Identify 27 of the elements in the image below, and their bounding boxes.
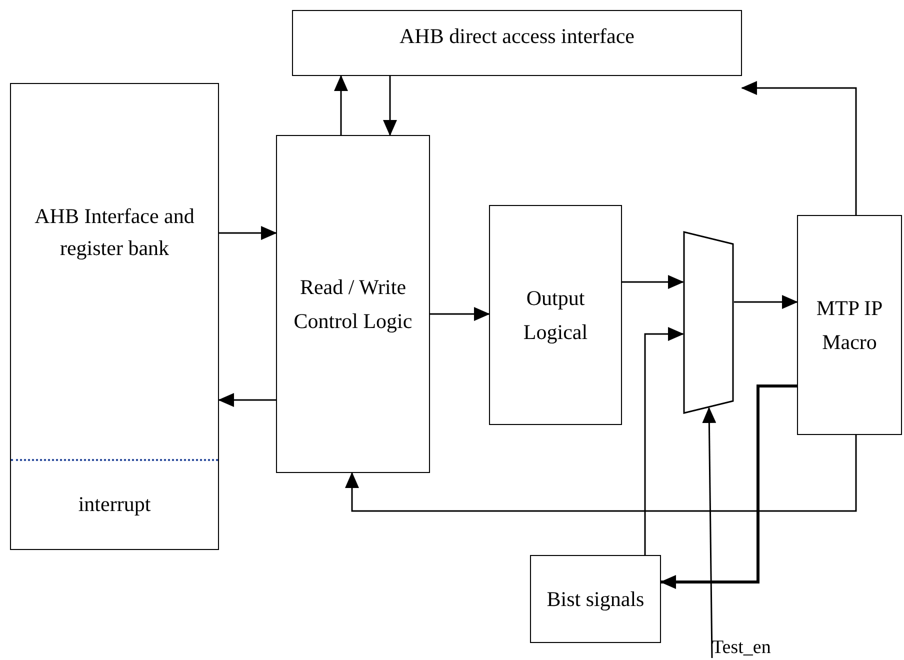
arrow [345, 435, 857, 512]
block-label: Bist signals [546, 586, 644, 613]
interface-box [292, 10, 742, 76]
arrow [702, 407, 716, 658]
block-label: AHB direct access interface [400, 23, 634, 50]
arrow [218, 393, 276, 407]
arrow [622, 275, 684, 289]
block-label: interrupt [78, 491, 151, 518]
arrow [644, 327, 684, 555]
arrow [660, 384, 797, 589]
control-logic-box [276, 135, 430, 473]
multiplexer-trapezoid [683, 231, 734, 414]
arrow [334, 75, 348, 135]
arrow [741, 81, 857, 215]
output-logic-box [489, 205, 622, 425]
block-label: MTP IP Macro [815, 295, 884, 356]
register-bank-box [10, 83, 219, 550]
arrow [383, 76, 397, 136]
arrow [734, 295, 798, 309]
macro-box [797, 215, 902, 435]
signals-box [530, 555, 661, 643]
block-label: AHB Interface and register bank [34, 203, 196, 262]
block-label: Output Logical [522, 285, 589, 346]
block-label: Read / Write Control Logic [292, 274, 414, 335]
signal-label: Test_en [712, 638, 782, 660]
arrow [219, 226, 277, 240]
arrow [430, 307, 490, 321]
